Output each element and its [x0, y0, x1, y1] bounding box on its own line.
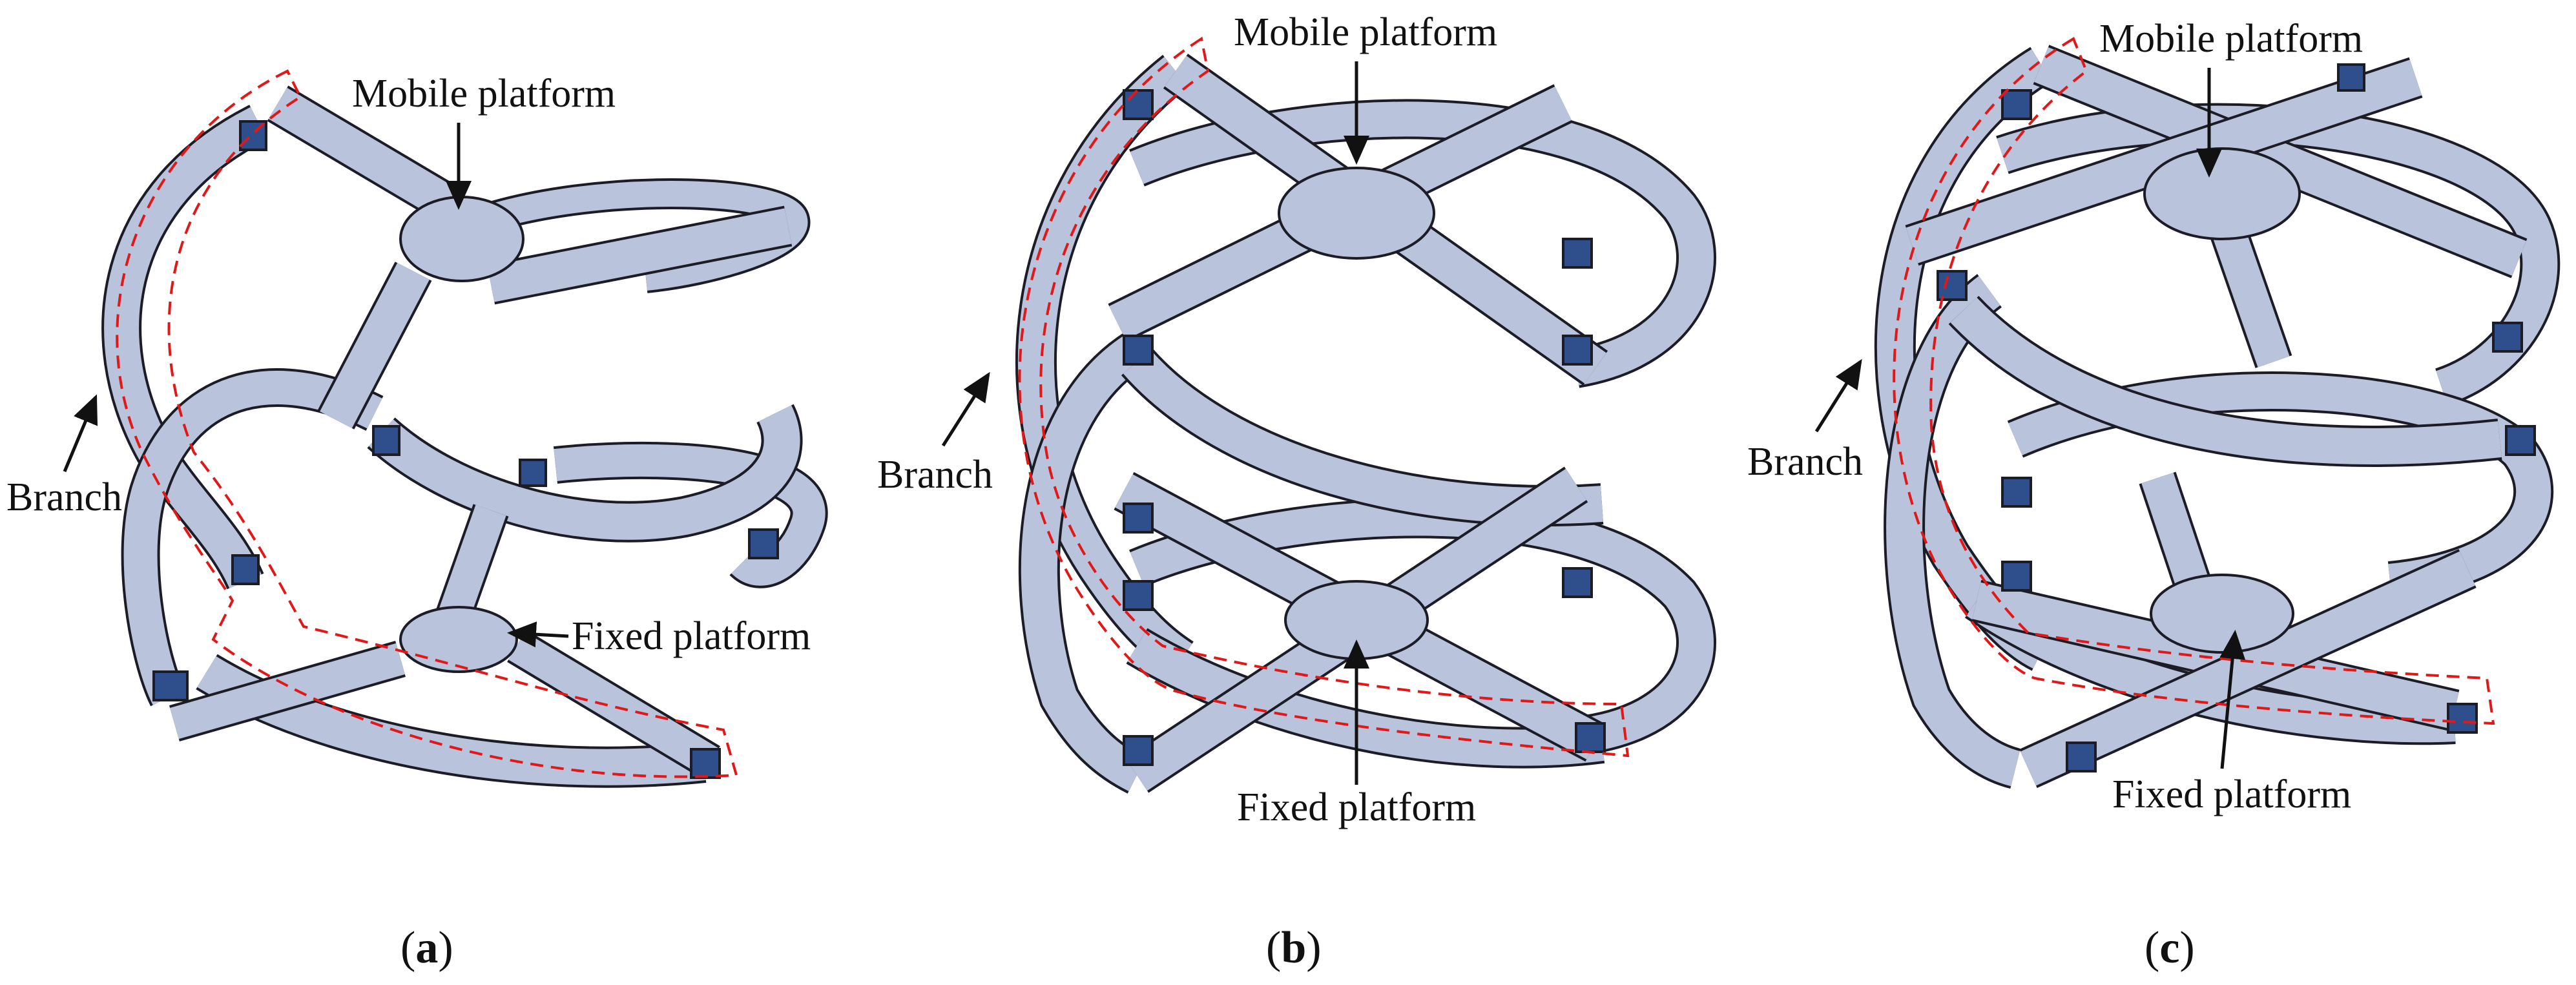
label-mobile-platform: Mobile platform: [1234, 10, 1497, 54]
caption-close: ): [438, 923, 453, 973]
revolute-joint: [2492, 322, 2523, 353]
panel-a: Mobile platform Fixed platform Branch (a…: [6, 69, 828, 973]
link-bar: [2034, 47, 2526, 276]
mobile-platform-hub: [399, 196, 525, 282]
label-fixed-platform: Fixed platform: [1237, 785, 1476, 829]
link-arc: [460, 181, 808, 291]
branch-outline: [116, 69, 738, 778]
revolute-joint: [1562, 335, 1593, 366]
revolute-joint: [2001, 477, 2032, 508]
revolute-joint: [1562, 238, 1593, 269]
revolute-joint: [1562, 567, 1593, 598]
link-arc: [369, 405, 800, 540]
link-arc: [1950, 297, 2502, 464]
panel-b: Mobile platform Fixed platform Branch (b…: [877, 10, 1716, 973]
link-bar: [487, 208, 792, 302]
revolute-joint: [1123, 580, 1154, 611]
revolute-joint: [690, 748, 721, 779]
arrow-fixed-platform: [507, 621, 569, 648]
revolute-joint: [152, 670, 189, 701]
caption-letter: a: [415, 923, 438, 973]
caption-open: (: [1266, 923, 1281, 973]
revolute-joint: [2001, 89, 2032, 120]
label-mobile-platform: Mobile platform: [352, 72, 616, 116]
caption-a: (a): [400, 923, 453, 973]
label-fixed-platform: Fixed platform: [2112, 772, 2351, 816]
label-branch: Branch: [6, 475, 122, 519]
branch-outline: [1018, 36, 1630, 758]
link-bar: [2141, 472, 2212, 600]
link-arc: [1123, 349, 1603, 524]
caption-open: (: [2145, 923, 2159, 973]
mobile-platform-hub: [1278, 167, 1435, 260]
link-arc: [104, 107, 267, 589]
revolute-joint: [748, 528, 779, 559]
revolute-joint: [2505, 425, 2536, 456]
revolute-joint: [2066, 741, 2097, 772]
revolute-joint: [1123, 735, 1154, 766]
link-bar: [1906, 59, 2422, 264]
arrow-fixed-platform: [2219, 630, 2246, 769]
label-mobile-platform: Mobile platform: [2099, 17, 2363, 61]
panel-c: Mobile platform Fixed platform Branch (c…: [1747, 17, 2560, 973]
branch-outline: [1893, 37, 2495, 725]
revolute-joint: [231, 554, 260, 585]
revolute-joint: [1123, 503, 1154, 534]
fixed-platform-hub: [399, 606, 518, 673]
caption-close: ): [2179, 923, 2194, 973]
link-arc: [554, 444, 826, 586]
label-fixed-platform: Fixed platform: [572, 614, 811, 658]
caption-close: ): [1306, 923, 1321, 973]
revolute-joint: [2337, 63, 2365, 92]
revolute-joint: [1123, 335, 1154, 366]
arrow-branch: [63, 394, 98, 472]
label-branch: Branch: [877, 453, 993, 497]
label-branch: Branch: [1747, 440, 1863, 484]
link-bar: [437, 504, 506, 626]
revolute-joint: [1937, 270, 1968, 301]
link-arc: [1130, 501, 1714, 754]
link-arc: [1021, 333, 1147, 792]
caption-letter: b: [1281, 923, 1306, 973]
caption-letter: c: [2159, 923, 2179, 973]
link-arc: [123, 371, 382, 705]
mobile-platform-hub: [2143, 147, 2301, 240]
fixed-platform-hub: [2150, 574, 2294, 654]
link-bar: [508, 632, 719, 776]
link-arc: [1127, 630, 1605, 766]
link-bar: [268, 87, 462, 223]
revolute-joint: [1575, 722, 1606, 753]
caption-b: (b): [1266, 923, 1322, 973]
arrow-branch: [1814, 358, 1862, 433]
arrow-branch: [941, 371, 990, 447]
caption-open: (: [400, 923, 415, 973]
revolute-joint: [2001, 561, 2032, 592]
link-bar: [320, 263, 430, 428]
revolute-joint: [519, 459, 547, 487]
caption-c: (c): [2145, 923, 2195, 973]
link-bar: [1972, 582, 2459, 729]
revolute-joint: [372, 425, 400, 456]
revolute-joint: [2447, 703, 2478, 734]
link-bar: [170, 643, 405, 740]
link-bar: [2020, 551, 2476, 786]
link-arc: [1886, 276, 2020, 787]
revolute-joint: [1123, 89, 1154, 120]
